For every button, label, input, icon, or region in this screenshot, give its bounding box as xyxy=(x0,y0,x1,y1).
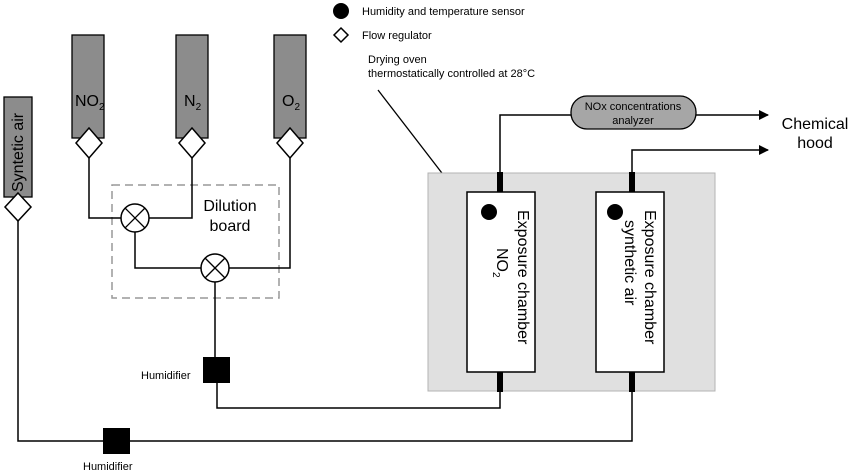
cylinder-no2 xyxy=(71,34,105,139)
regulator-legend-label: Flow regulator xyxy=(362,30,432,42)
svg-text:NO2: NO2 xyxy=(490,248,510,278)
cylinder-no2-label: NO2 xyxy=(75,93,105,113)
mixer1-to-mixer2-line xyxy=(134,232,201,269)
analyzer-label-line1: NOx concentrations xyxy=(585,101,682,113)
o2-line xyxy=(229,158,291,269)
cylinder-synthetic-air-label: Syntetic air xyxy=(10,112,27,192)
cylinder-n2 xyxy=(175,34,209,139)
chamber-no2-top-port xyxy=(497,172,503,192)
n2-line xyxy=(149,158,193,219)
exposure-chamber-synthetic-air xyxy=(595,191,665,373)
air-outlet-to-hood-arrow xyxy=(631,145,769,172)
dilution-board-label-line1: Dilution xyxy=(203,198,256,215)
chamber-air-label-line2: synthetic air xyxy=(621,220,638,306)
mixer-valve-1 xyxy=(120,203,150,233)
humidifier-lower-label: Humidifier xyxy=(83,461,133,473)
chamber-air-top-port xyxy=(629,172,635,192)
humidifier-upper xyxy=(203,357,230,383)
chamber-no2-label-line2: NO2 xyxy=(490,248,510,278)
humidifier-lower xyxy=(103,428,130,454)
cylinder-n2-label: N2 xyxy=(184,93,202,113)
humidified-air-to-air-chamber-line xyxy=(130,392,633,442)
dilution-board xyxy=(111,184,280,299)
humidified-mix-to-no2-chamber-line xyxy=(216,383,501,409)
dilution-board-label-line2: board xyxy=(210,218,251,235)
sensor-legend-label: Humidity and temperature sensor xyxy=(362,6,525,18)
oven-label-line1: Drying oven xyxy=(368,54,427,66)
oven-label-line2: thermostatically controlled at 28°C xyxy=(368,68,535,80)
sensor-chamber-no2 xyxy=(481,204,497,220)
chamber-no2-label-line1: Exposure chamber xyxy=(514,210,531,345)
regulator-legend-icon xyxy=(332,26,350,44)
sensor-legend-icon xyxy=(333,3,349,19)
hood-label-line2: hood xyxy=(797,135,833,152)
analyzer-label-line2: analyzer xyxy=(612,115,654,127)
cylinder-o2 xyxy=(273,34,307,139)
mixer-valve-2 xyxy=(200,253,230,283)
nox-analyzer xyxy=(570,95,697,130)
exposure-chamber-no2 xyxy=(466,191,536,373)
cylinder-o2-label: O2 xyxy=(282,93,300,113)
no2-outlet-line xyxy=(499,114,571,172)
no2-line xyxy=(88,158,121,219)
chamber-air-bottom-port xyxy=(629,372,635,392)
sensor-chamber-synthetic-air xyxy=(607,204,623,220)
hood-label-line1: Chemical xyxy=(782,116,849,133)
humidifier-upper-label: Humidifier xyxy=(141,370,191,382)
synthetic-air-line xyxy=(17,221,103,442)
chamber-air-label-line1: Exposure chamber xyxy=(641,210,658,345)
chamber-no2-bottom-port xyxy=(497,372,503,392)
